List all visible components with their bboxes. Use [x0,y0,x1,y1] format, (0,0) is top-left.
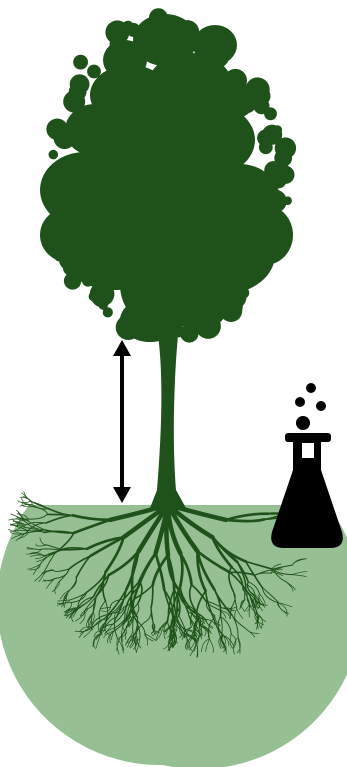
canopy-leaf [116,315,141,340]
canopy-leaf [263,250,275,262]
canopy-leaf [82,274,94,286]
canopy-leaf [46,119,68,141]
canopy-leaf [47,182,59,194]
height-arrow [113,340,131,503]
bubble [295,397,305,407]
canopy-leaf [89,292,99,302]
canopy-leaf [262,125,282,145]
canopy-leaf [221,296,243,318]
canopy-leaf [62,185,74,197]
canopy-leaf [87,65,101,79]
canopy-leaf [56,199,80,223]
tree-canopy [40,8,296,342]
canopy-leaf [105,20,129,44]
canopy-leaf [263,231,276,244]
canopy-leaf [175,20,199,44]
canopy-leaf [69,83,87,101]
canopy-leaf [64,272,81,289]
canopy-leaf [237,94,256,113]
tree-trunk [150,335,186,508]
canopy-leaf [162,322,176,336]
canopy-leaf [73,55,88,70]
flask-rim [285,433,331,442]
canopy-leaf [46,229,62,245]
bubble [296,416,310,430]
bubble [316,401,326,411]
canopy-leaf [204,43,230,69]
flask-window [302,443,314,458]
canopy-leaf [135,34,145,44]
canopy-leaf [224,69,247,92]
canopy-leaf [276,166,294,184]
canopy-leaf [274,149,292,167]
canopy-leaf [103,307,113,317]
canopy-leaf [55,252,65,262]
canopy-leaf [267,200,281,214]
erlenmeyer-flask-icon [271,433,343,548]
canopy-leaf [283,196,292,205]
canopy-leaf [252,237,261,246]
canopy-leaf [49,150,59,160]
canopy-leaf [236,256,252,272]
canopy-leaf [181,324,198,341]
canopy-leaf [56,167,65,176]
bubble [306,383,316,393]
height-arrow-top-head [113,340,131,356]
canopy-leaf [147,14,171,38]
height-arrow-bottom-head [113,487,131,503]
bubbles-icon [295,383,326,430]
